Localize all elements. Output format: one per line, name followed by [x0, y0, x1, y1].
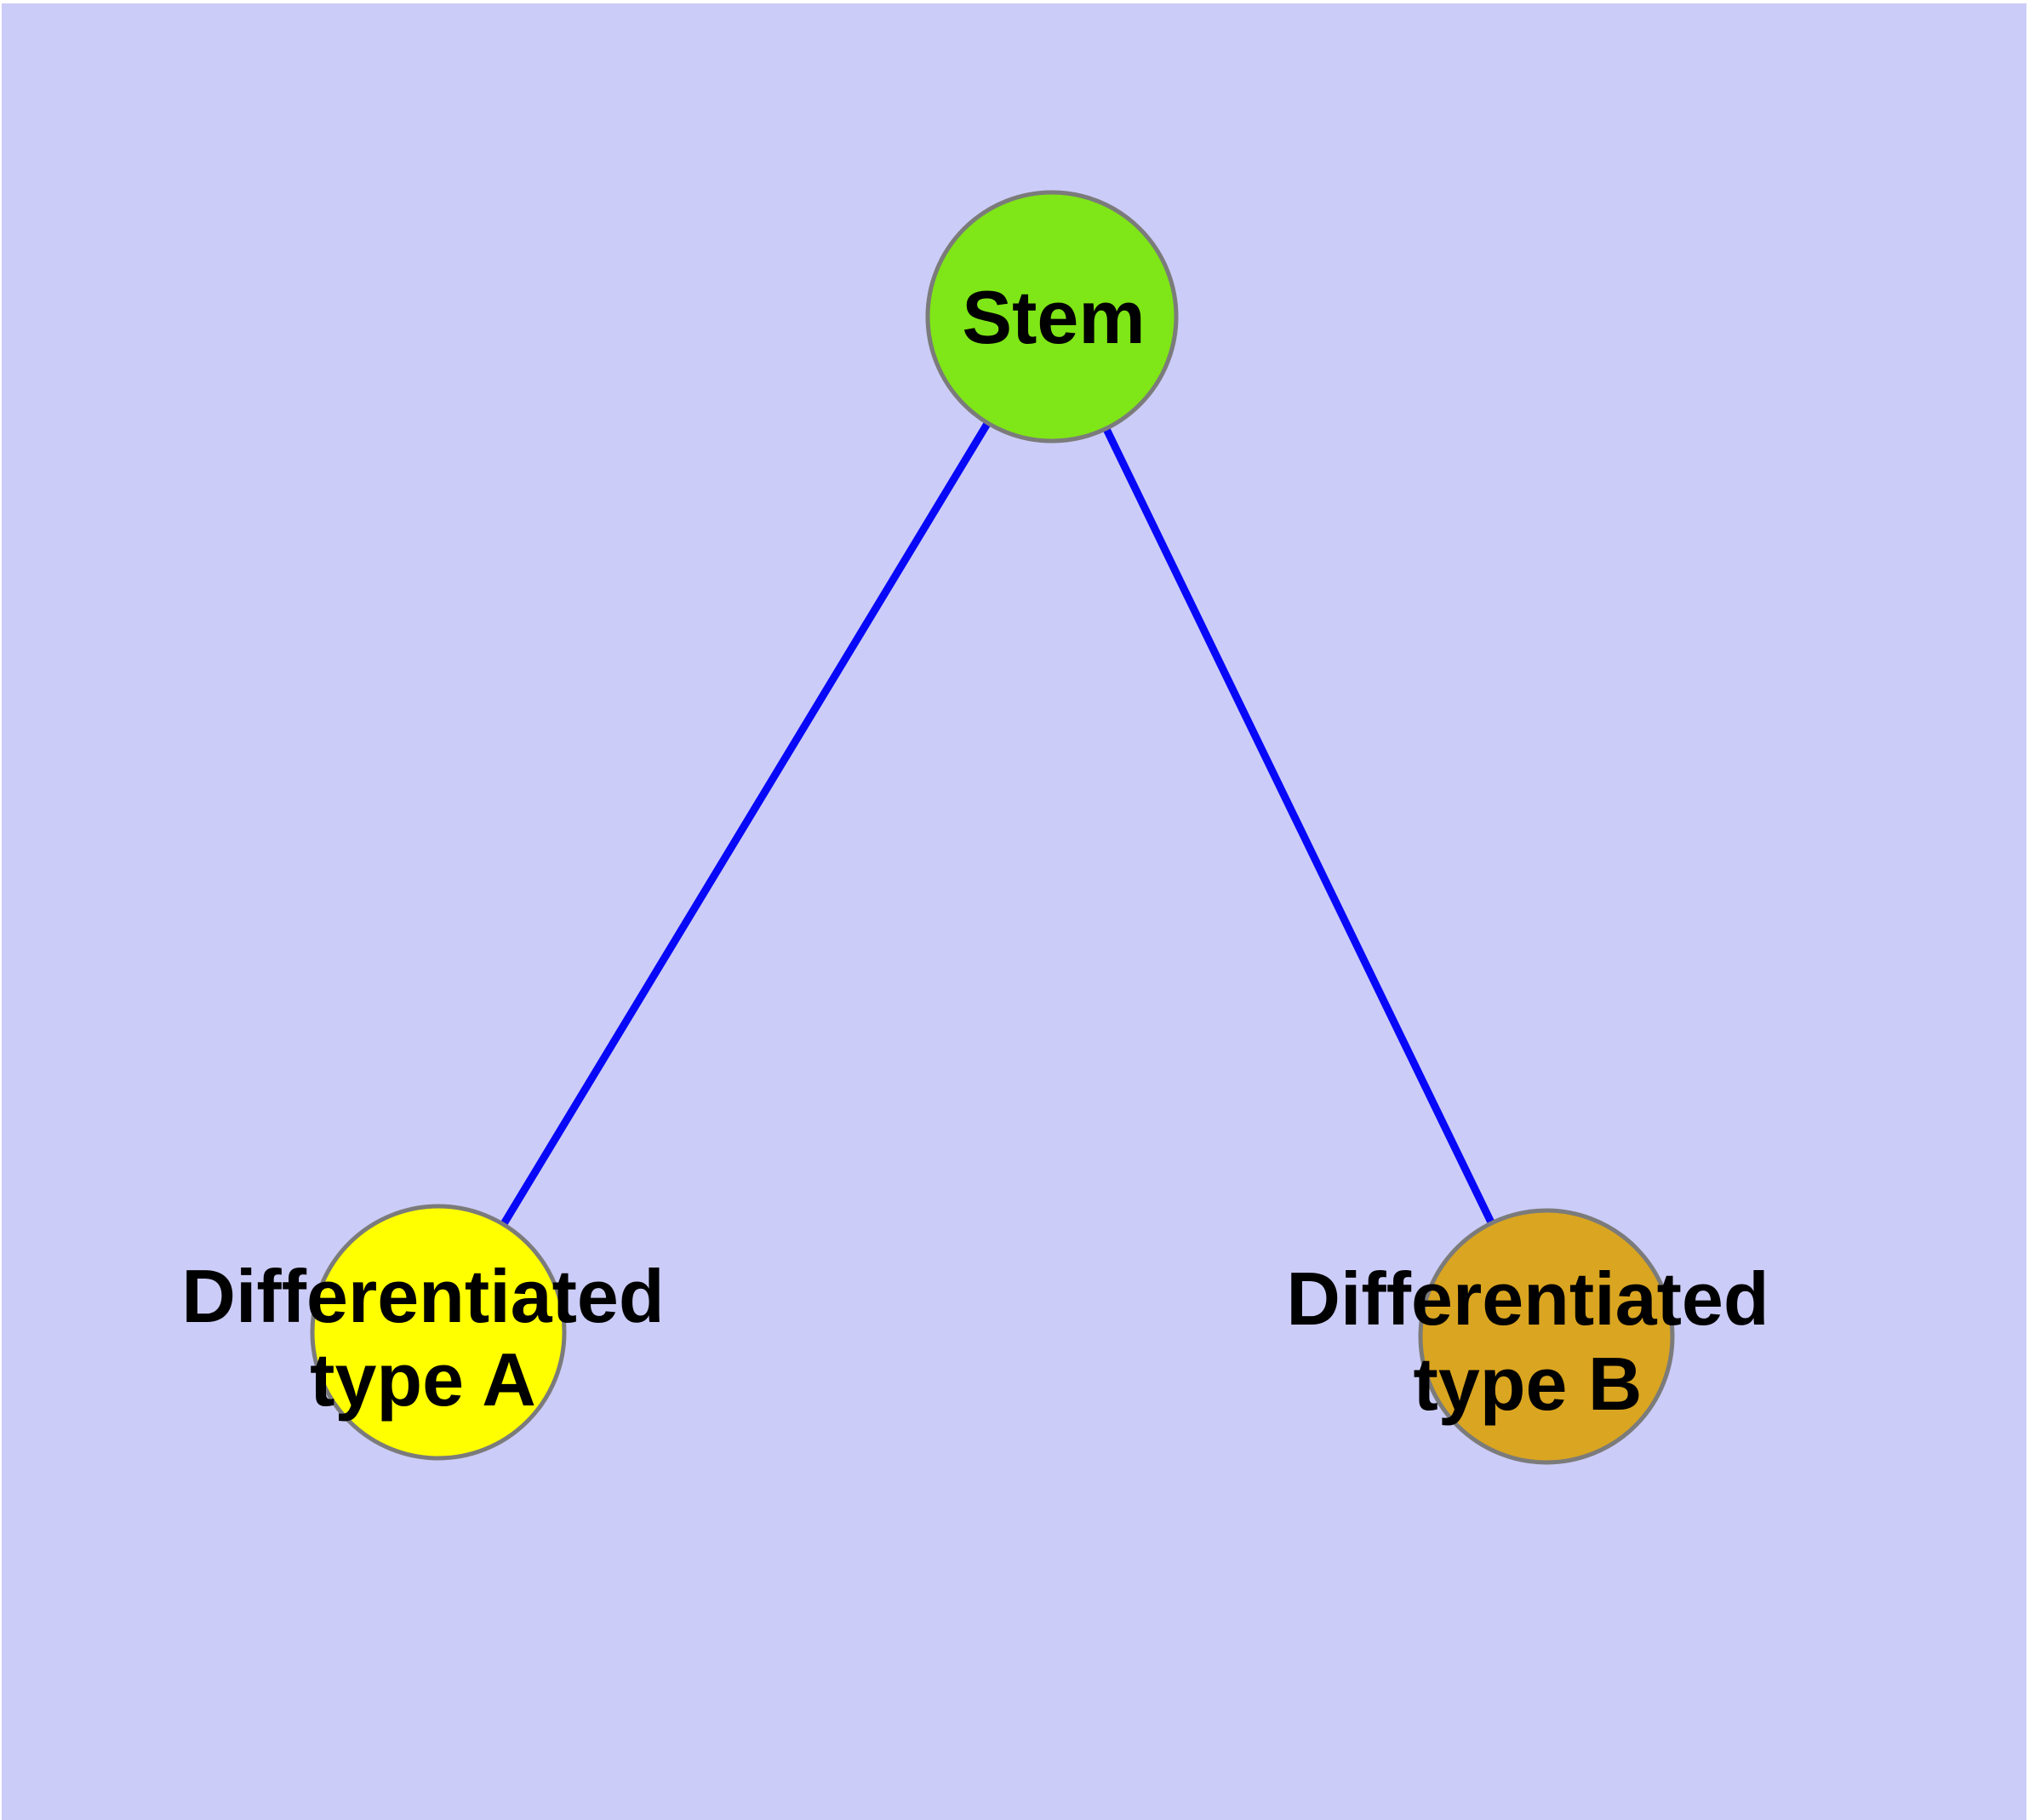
node-differentiated-type-a-label-line2: type A — [310, 1337, 536, 1422]
node-differentiated-type-a-label-line1: Differentiated — [181, 1254, 664, 1338]
edge-stem-to-type-b — [1048, 315, 1551, 1338]
edge-stem-to-type-a — [435, 314, 1055, 1335]
node-stem — [925, 190, 1179, 444]
node-differentiated-type-a — [310, 1204, 567, 1461]
node-differentiated-type-b-label-line2: type B — [1414, 1342, 1643, 1426]
node-differentiated-type-b-label-line1: Differentiated — [1286, 1256, 1769, 1341]
node-differentiated-type-b — [1418, 1208, 1675, 1465]
node-stem-label: Stem — [962, 275, 1145, 359]
